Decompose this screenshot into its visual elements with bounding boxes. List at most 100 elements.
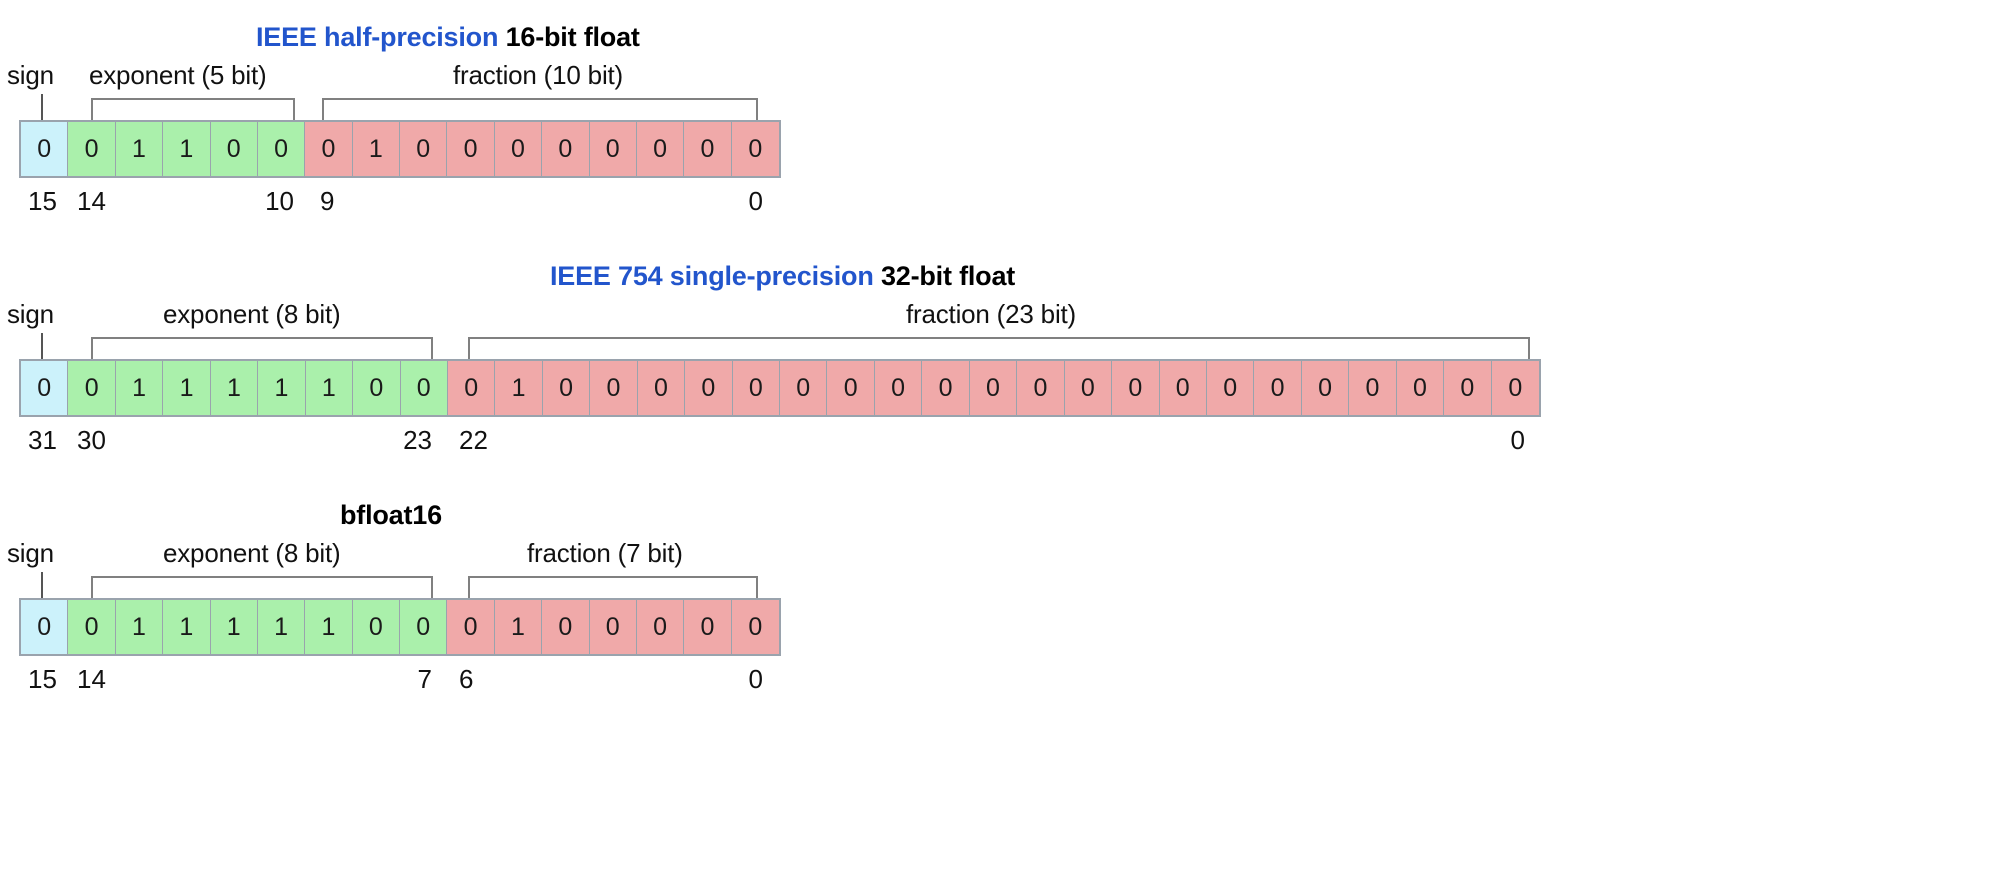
bit-index-sign-msb: 15 [28, 664, 57, 694]
field-label-fraction: fraction (7 bit) [527, 538, 683, 568]
field-label-exponent: exponent (8 bit) [163, 299, 341, 329]
bit-cell-fraction: 0 [922, 361, 970, 415]
bit-cell-exponent: 1 [210, 600, 258, 654]
bit-cell-fraction: 0 [684, 600, 732, 654]
field-label-sign: sign [7, 60, 54, 90]
bit-cell-fraction: 0 [636, 600, 685, 654]
bit-index-fraction-lsb: 0 [1510, 425, 1525, 455]
bit-cell-exponent: 0 [353, 361, 401, 415]
bit-cell-fraction: 0 [447, 361, 496, 415]
bit-cell-exponent: 0 [400, 361, 448, 415]
bit-cell-fraction: 0 [637, 361, 686, 415]
bit-cell-exponent: 1 [257, 600, 306, 654]
bit-cell-fraction: 1 [352, 122, 400, 176]
bit-cell-exponent: 1 [258, 361, 306, 415]
field-label-fraction: fraction (10 bit) [453, 60, 624, 90]
bit-cell-exponent: 1 [115, 361, 164, 415]
bit-cell-sign: 0 [21, 361, 69, 415]
bit-cell-exponent: 0 [210, 122, 258, 176]
bit-cell-fraction: 0 [1064, 361, 1113, 415]
sign-connector-tick [41, 94, 43, 120]
bit-cell-fraction: 0 [1254, 361, 1302, 415]
bit-cell-exponent: 1 [163, 122, 211, 176]
format-title-single-precision: IEEE 754 single-precision 32-bit float [550, 261, 1015, 292]
bit-cell-exponent: 0 [68, 122, 116, 176]
sign-connector-tick [41, 572, 43, 598]
bit-cell-fraction: 0 [1396, 361, 1445, 415]
bit-cell-fraction: 0 [731, 122, 779, 176]
bit-index-fraction-msb: 9 [320, 186, 335, 216]
bit-cell-fraction: 0 [447, 600, 495, 654]
bit-cell-fraction: 0 [542, 122, 590, 176]
bit-index-sign-msb: 15 [28, 186, 57, 216]
bit-index-exponent-lsb: 7 [417, 664, 432, 694]
format-title-plain: 16-bit float [505, 22, 640, 52]
bit-cell-fraction: 0 [447, 122, 495, 176]
bit-index-exponent-msb: 30 [77, 425, 106, 455]
bit-cell-fraction: 0 [494, 122, 543, 176]
bit-cell-fraction: 0 [731, 600, 779, 654]
bit-cell-fraction: 0 [1159, 361, 1207, 415]
field-label-sign: sign [7, 538, 54, 568]
bit-cell-fraction: 0 [1301, 361, 1350, 415]
bit-cell-exponent: 0 [68, 600, 116, 654]
field-label-exponent: exponent (5 bit) [89, 60, 267, 90]
bit-cell-fraction: 0 [542, 600, 590, 654]
bit-cell-exponent: 1 [163, 600, 211, 654]
bit-cell-fraction: 0 [969, 361, 1018, 415]
bit-cell-fraction: 0 [827, 361, 875, 415]
bit-cell-exponent: 0 [400, 600, 448, 654]
bit-cell-exponent: 1 [305, 600, 353, 654]
bit-index-sign-msb: 31 [28, 425, 57, 455]
exponent-bracket [91, 98, 295, 120]
bit-cell-fraction: 0 [305, 122, 353, 176]
sign-connector-tick [41, 333, 43, 359]
bit-cell-fraction: 1 [495, 361, 543, 415]
bit-cell-fraction: 0 [1349, 361, 1397, 415]
exponent-bracket [91, 576, 433, 598]
field-label-sign: sign [7, 299, 54, 329]
bit-cell-fraction: 0 [685, 361, 733, 415]
bit-index-fraction-lsb: 0 [748, 664, 763, 694]
format-title-plain: bfloat16 [340, 500, 442, 530]
bit-cell-sign: 0 [21, 122, 69, 176]
fraction-bracket [468, 337, 1530, 359]
bit-index-fraction-lsb: 0 [748, 186, 763, 216]
bit-cell-exponent: 0 [257, 122, 306, 176]
bit-index-exponent-msb: 14 [77, 664, 106, 694]
bit-cell-exponent: 1 [305, 361, 354, 415]
bit-cell-fraction: 0 [590, 361, 638, 415]
bit-cell-fraction: 0 [1017, 361, 1065, 415]
fraction-bracket [322, 98, 758, 120]
bit-cell-fraction: 0 [1491, 361, 1539, 415]
bit-cell-fraction: 0 [542, 361, 591, 415]
bit-index-fraction-msb: 22 [459, 425, 488, 455]
bit-cell-exponent: 0 [68, 361, 116, 415]
bit-cell-fraction: 0 [1112, 361, 1160, 415]
format-title-plain: 32-bit float [880, 261, 1016, 291]
bit-index-exponent-lsb: 10 [265, 186, 294, 216]
bit-cell-fraction: 0 [874, 361, 923, 415]
bit-cell-exponent: 1 [163, 361, 211, 415]
format-title-half-precision: IEEE half-precision 16-bit float [256, 22, 640, 53]
field-label-exponent: exponent (8 bit) [163, 538, 341, 568]
bit-cell-exponent: 1 [115, 122, 164, 176]
bit-cell-fraction: 0 [1206, 361, 1255, 415]
bit-cell-exponent: 0 [352, 600, 400, 654]
bit-cell-sign: 0 [21, 600, 69, 654]
bit-index-exponent-msb: 14 [77, 186, 106, 216]
bit-cell-fraction: 0 [1444, 361, 1492, 415]
bit-cell-fraction: 0 [589, 122, 637, 176]
format-title-accent: IEEE half-precision [256, 22, 499, 52]
bit-index-exponent-lsb: 23 [403, 425, 432, 455]
format-title-accent: IEEE 754 single-precision [550, 261, 874, 291]
bit-cell-fraction: 0 [589, 600, 637, 654]
field-label-fraction: fraction (23 bit) [906, 299, 1077, 329]
bit-cell-fraction: 0 [636, 122, 685, 176]
format-title-bfloat16: bfloat16 [340, 500, 442, 531]
bit-cell-fraction: 0 [400, 122, 448, 176]
bit-index-fraction-msb: 6 [459, 664, 474, 694]
